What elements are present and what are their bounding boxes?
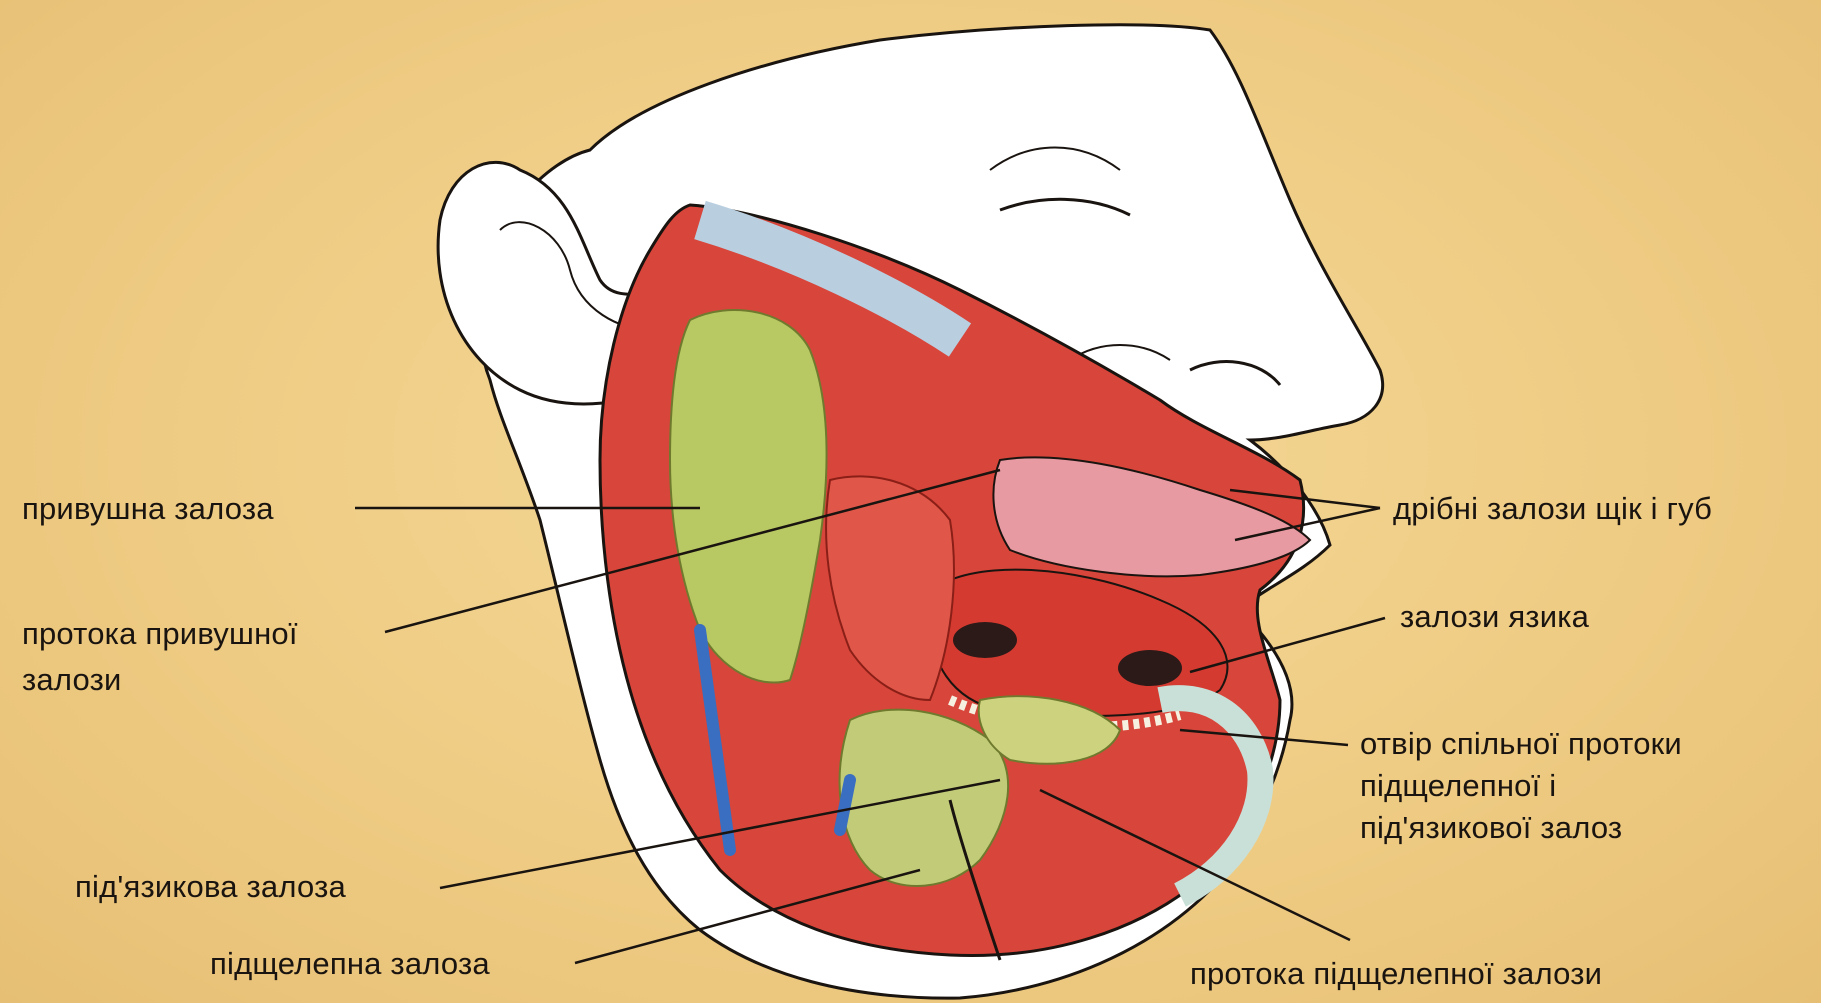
label-submandibular-duct: протока підщелепної залози [1190, 955, 1602, 993]
label-parotid-gland: привушна залоза [22, 490, 274, 528]
label-common-duct-line1: отвір спільної протоки [1360, 725, 1682, 763]
label-cheek-lip-glands: дрібні залози щік і губ [1393, 490, 1712, 528]
label-sublingual-gland: під'язикова залоза [75, 868, 346, 906]
label-parotid-duct: протока привушної залози [22, 615, 298, 699]
label-parotid-duct-line1: протока привушної [22, 615, 298, 653]
tongue-gland-right [1118, 650, 1182, 686]
label-common-duct-line3: під'язикової залоз [1360, 809, 1682, 847]
tongue-gland-left [953, 622, 1017, 658]
label-common-duct-opening: отвір спільної протоки підщелепної і під… [1360, 725, 1682, 847]
label-submandibular-gland: підщелепна залоза [210, 945, 490, 983]
label-common-duct-line2: підщелепної і [1360, 767, 1682, 805]
label-parotid-duct-line2: залози [22, 661, 298, 699]
label-tongue-glands: залози язика [1400, 598, 1589, 636]
